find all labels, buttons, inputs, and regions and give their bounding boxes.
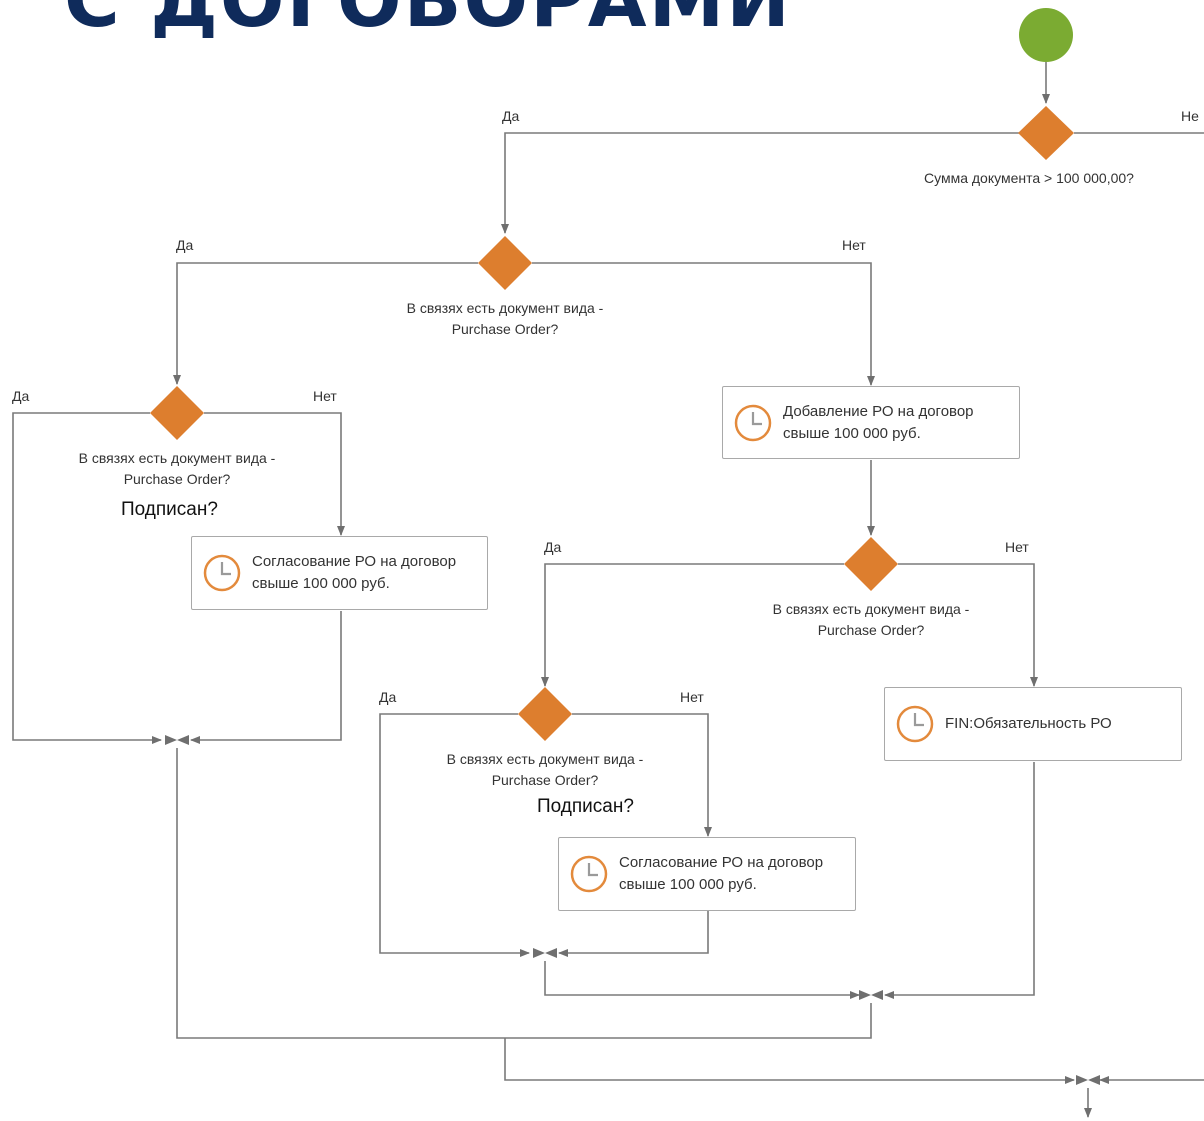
branch-label-yes: Да	[379, 689, 397, 705]
start-event	[1019, 8, 1073, 62]
task-label-line: свыше 100 000 руб.	[783, 424, 921, 442]
branch-label-no: Нет	[313, 388, 337, 404]
task-label: FIN:Обязательность РО	[945, 713, 1112, 735]
gateway-links-po-signed	[518, 687, 572, 741]
task-add-po[interactable]: Добавление РО на договор свыше 100 000 р…	[722, 386, 1020, 459]
connector	[501, 132, 1020, 234]
connector	[544, 961, 860, 999]
merge-marker	[859, 990, 883, 1000]
merge-marker	[1076, 1075, 1100, 1085]
condition-text: Сумма документа > 100 000,00?	[924, 170, 1134, 186]
gateway-links-po	[844, 537, 898, 591]
branch-label-yes: Да	[544, 539, 562, 555]
connector	[379, 713, 530, 957]
task-label-line: свыше 100 000 руб.	[619, 876, 757, 893]
merge-marker	[533, 948, 557, 958]
condition-text: Purchase Order?	[451, 321, 559, 337]
task-label: Добавление РО на договор свыше 100 000 р…	[783, 401, 974, 445]
connector	[532, 262, 875, 386]
task-approve-po[interactable]: Согласование РО на договор свыше 100 000…	[558, 837, 856, 911]
clock-icon	[896, 705, 934, 743]
connector	[504, 1038, 1075, 1084]
task-label-line: свыше 100 000 руб.	[252, 575, 390, 592]
task-label-line: Добавление РО на договор	[783, 402, 974, 420]
task-label-line: Согласование РО на договор	[619, 854, 824, 871]
task-approve-po[interactable]: Согласование РО на договор свыше 100 000…	[191, 536, 488, 610]
condition-signed-label: Подписан?	[121, 499, 218, 520]
connector	[884, 762, 1035, 999]
gateway-sum-check	[1018, 106, 1074, 160]
connector	[204, 412, 345, 536]
condition-links-po: В связях есть документ вида - Purchase O…	[27, 448, 327, 490]
page-title: С ДОГОВОРАМИ	[64, 0, 792, 38]
connector	[541, 563, 844, 687]
connector	[558, 911, 709, 957]
connector	[12, 412, 162, 744]
task-label: Согласование РО на договор свыше 100 000…	[619, 852, 823, 896]
clock-icon	[203, 554, 241, 592]
merge-marker	[165, 735, 189, 745]
branch-label-yes: Да	[12, 388, 30, 404]
branch-label-yes: Да	[502, 108, 520, 124]
task-label: Согласование РО на договор свыше 100 000…	[252, 551, 456, 595]
gateway-links-po	[478, 236, 532, 290]
condition-text: Purchase Order?	[491, 772, 599, 788]
branch-label-no: Нет	[842, 237, 866, 253]
condition-links-po: В связях есть документ вида - Purchase O…	[721, 599, 1021, 641]
condition-text: В связях есть документ вида -	[446, 751, 644, 767]
branch-label-no: Не	[1181, 108, 1199, 124]
condition-text: Purchase Order?	[817, 622, 925, 638]
condition-sum-check: Сумма документа > 100 000,00?	[924, 168, 1134, 189]
clock-icon	[734, 404, 772, 441]
clock-icon	[570, 855, 608, 893]
branch-label-no: Нет	[1005, 539, 1029, 555]
condition-text: В связях есть документ вида -	[78, 450, 276, 466]
condition-text: В связях есть документ вида -	[406, 300, 604, 316]
connector	[176, 748, 872, 1039]
connector	[173, 262, 478, 385]
task-label-line: FIN:Обязательность РО	[945, 715, 1112, 732]
gateway-links-po-signed	[150, 386, 204, 440]
condition-text: Purchase Order?	[123, 471, 231, 487]
task-label-line: Согласование РО на договор	[252, 553, 457, 570]
condition-links-po: В связях есть документ вида - Purchase O…	[355, 298, 655, 340]
condition-links-po: В связях есть документ вида - Purchase O…	[395, 749, 695, 791]
condition-text: В связях есть документ вида -	[772, 601, 970, 617]
condition-signed-label: Подписан?	[537, 796, 634, 817]
task-fin-po[interactable]: FIN:Обязательность РО	[884, 687, 1182, 761]
connector	[190, 611, 342, 744]
connector	[572, 713, 712, 837]
branch-label-yes: Да	[176, 237, 194, 253]
connector	[898, 563, 1038, 687]
branch-label-no: Нет	[680, 689, 704, 705]
